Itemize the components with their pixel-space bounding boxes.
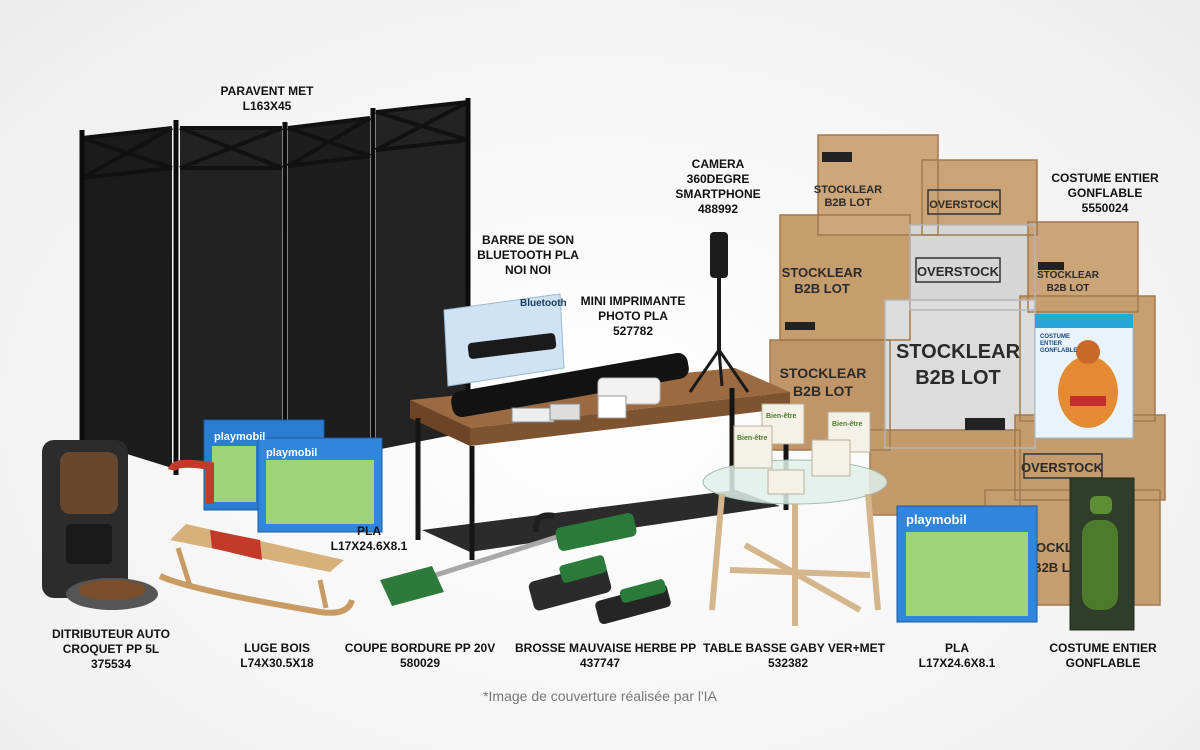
- label-distributeur: DITRIBUTEUR AUTO CROQUET PP 5L 375534: [26, 627, 196, 672]
- label-imprimante-line2: PHOTO PLA: [598, 309, 668, 323]
- label-barre-line2: BLUETOOTH PLA: [477, 248, 579, 262]
- box-text-b2b-1: B2B LOT: [824, 197, 871, 209]
- box-text-overstock-3: OVERSTOCK: [1021, 460, 1104, 475]
- bluetooth-text: Bluetooth: [520, 298, 567, 309]
- playmobil-text-3: playmobil: [906, 512, 967, 527]
- box-text-stocklear-2: STOCKLEAR: [782, 265, 863, 280]
- label-distributeur-code: 375534: [90, 657, 132, 671]
- label-imprimante: MINI IMPRIMANTE PHOTO PLA 527782: [548, 294, 718, 339]
- label-pla-right-dim: L17X24.6X8.1: [918, 656, 996, 670]
- label-camera-line2: 360DEGRE: [686, 172, 750, 186]
- label-luge: LUGE BOIS L74X30.5X18: [192, 641, 362, 671]
- label-camera-line1: CAMERA: [691, 157, 745, 171]
- box-text-b2b-4: B2B LOT: [915, 367, 1001, 389]
- label-pla-right-name: PLA: [945, 641, 969, 655]
- weed-brushes: [528, 555, 671, 625]
- label-paravent-dim: L163X45: [242, 99, 292, 113]
- costume-box-text-2: ENTIER: [1040, 341, 1063, 347]
- box-text-stocklear-3: STOCKLEAR: [780, 365, 867, 381]
- soundbar: [451, 352, 689, 418]
- playmobil-text-1: playmobil: [214, 431, 265, 443]
- pet-feeder: [42, 440, 158, 610]
- label-luge-name: LUGE BOIS: [243, 641, 310, 655]
- box-text-overstock-1: OVERSTOCK: [929, 199, 999, 211]
- label-coupe: COUPE BORDURE PP 20V 580029: [335, 641, 505, 671]
- ai-image-caption: *Image de couverture réalisée par l'IA: [483, 688, 717, 704]
- costume-box-text-3: GONFLABLE: [1040, 348, 1077, 354]
- box-text-b2b-5: B2B LOT: [1047, 283, 1090, 294]
- label-costume-bottom: COSTUME ENTIER GONFLABLE: [1018, 641, 1188, 671]
- box-text-stocklear-4: STOCKLEAR: [896, 341, 1021, 363]
- mini-printer: [511, 377, 661, 423]
- label-brosse-code: 437747: [579, 656, 621, 670]
- folding-screen: [79, 98, 471, 475]
- label-costume-top: COSTUME ENTIER GONFLABLE 5550024: [1020, 171, 1190, 216]
- costume-box-text-1: COSTUME: [1040, 334, 1070, 340]
- label-pla-right: PLA L17X24.6X8.1: [872, 641, 1042, 671]
- label-distributeur-line1: DITRIBUTEUR AUTO: [52, 627, 170, 641]
- playmobil-box-right: playmobil: [896, 505, 1038, 623]
- label-costume-bottom-line2: GONFLABLE: [1065, 656, 1141, 670]
- string-trimmer: [380, 512, 637, 606]
- label-camera-code: 488992: [697, 202, 739, 216]
- label-brosse: BROSSE MAUVAISE HERBE PP 437747: [515, 641, 697, 671]
- label-coupe-name: COUPE BORDURE PP 20V: [344, 641, 496, 655]
- label-pla-left-dim: L17X24.6X8.1: [330, 539, 408, 553]
- label-luge-dim: L74X30.5X18: [240, 656, 314, 670]
- bien-etre-text-2: Bien-être: [832, 421, 862, 428]
- playmobil-text-2: playmobil: [266, 447, 317, 459]
- box-text-overstock-2: OVERSTOCK: [917, 264, 1000, 279]
- label-barre-line1: BARRE DE SON: [481, 233, 574, 247]
- bien-etre-text-3: Bien-être: [737, 435, 767, 442]
- label-barre-line3: NOI NOI: [504, 263, 551, 277]
- label-costume-bottom-line1: COSTUME ENTIER: [1049, 641, 1157, 655]
- wooden-sled: [158, 459, 355, 616]
- bien-etre-text-1: Bien-être: [766, 413, 796, 420]
- playmobil-boxes-left: playmobil playmobil: [203, 419, 383, 533]
- label-imprimante-line1: MINI IMPRIMANTE: [580, 294, 686, 308]
- label-paravent: PARAVENT MET L163X45: [182, 84, 352, 114]
- label-paravent-name: PARAVENT MET: [220, 84, 314, 98]
- label-camera: CAMERA 360DEGRE SMARTPHONE 488992: [633, 157, 803, 217]
- camera-tripod: [688, 232, 750, 393]
- box-text-stocklear-5: STOCKLEAR: [1037, 270, 1100, 281]
- box-text-b2b-3: B2B LOT: [793, 383, 853, 399]
- box-text-stocklear-1: STOCKLEAR: [814, 184, 882, 196]
- label-barre: BARRE DE SON BLUETOOTH PLA NOI NOI: [443, 233, 613, 278]
- label-costume-top-code: 5550024: [1081, 201, 1129, 215]
- green-package: [1069, 477, 1135, 631]
- label-table-code: 532382: [767, 656, 809, 670]
- label-costume-top-line2: GONFLABLE: [1067, 186, 1143, 200]
- label-pla-left: PLA L17X24.6X8.1: [284, 524, 454, 554]
- label-camera-line3: SMARTPHONE: [675, 187, 761, 201]
- costume-box: COSTUME ENTIER GONFLABLE: [1034, 313, 1134, 439]
- label-costume-top-line1: COSTUME ENTIER: [1051, 171, 1159, 185]
- wellness-boxes: Bien-être Bien-être Bien-être: [733, 403, 871, 495]
- label-coupe-code: 580029: [399, 656, 441, 670]
- soundbar-box: Bluetooth: [443, 293, 567, 387]
- label-table-name: TABLE BASSE GABY VER+MET: [703, 641, 885, 655]
- box-text-b2b-2: B2B LOT: [794, 281, 850, 296]
- label-brosse-name: BROSSE MAUVAISE HERBE PP: [515, 641, 697, 655]
- label-imprimante-code: 527782: [612, 324, 654, 338]
- label-distributeur-line2: CROQUET PP 5L: [62, 642, 160, 656]
- label-pla-left-name: PLA: [357, 524, 381, 538]
- label-table: TABLE BASSE GABY VER+MET 532382: [703, 641, 885, 671]
